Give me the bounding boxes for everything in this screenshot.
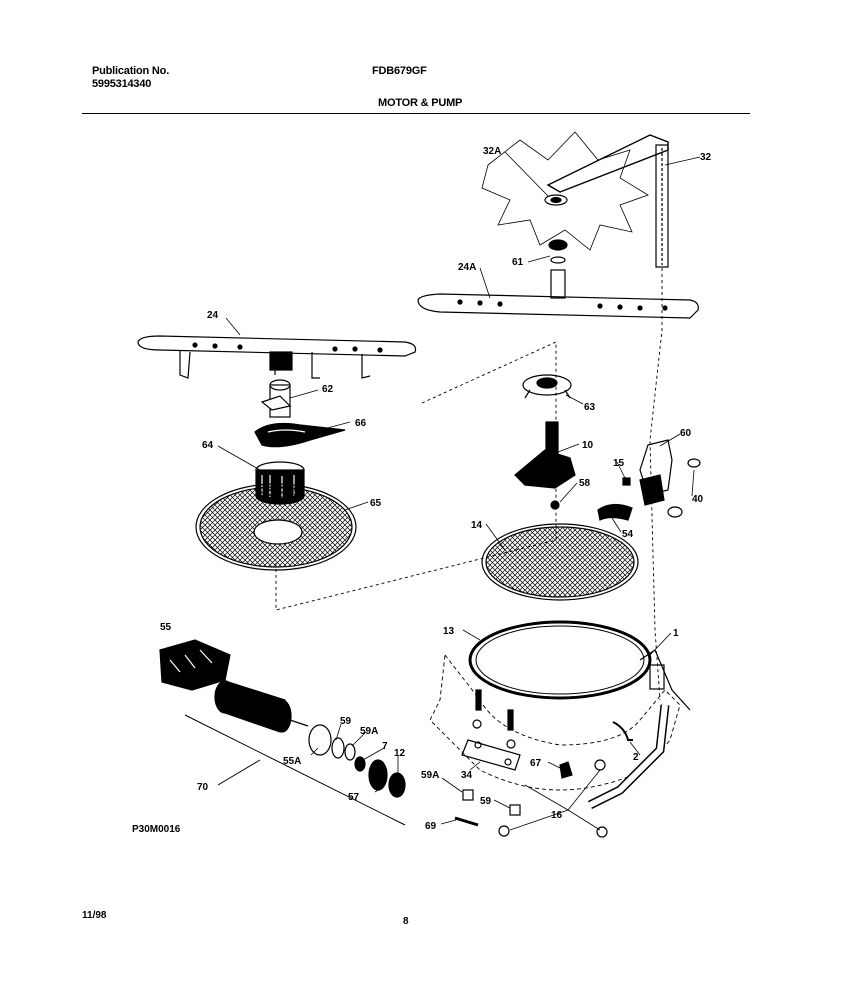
callout-2: 2: [633, 752, 639, 763]
publication-label: Publication No.: [92, 65, 170, 77]
part-2: [612, 721, 633, 741]
middle-spray-arm-part: [417, 293, 699, 319]
page-number: 8: [403, 916, 409, 927]
screw-parts: [472, 689, 516, 749]
footer-date: 11/98: [82, 910, 107, 921]
callout-57: 57: [348, 792, 360, 803]
part-59: [331, 737, 345, 759]
part-14: [481, 523, 639, 601]
callout-34: 34: [461, 770, 473, 781]
callout-32: 32: [700, 152, 712, 163]
drawing-code: P30M0016: [132, 824, 181, 835]
motor-part: [214, 680, 309, 733]
callout-12: 12: [394, 748, 406, 759]
callout-1: 1: [673, 628, 679, 639]
upper-spray-arm-part: [481, 131, 669, 268]
callout-24: 24: [207, 310, 219, 321]
callout-54: 54: [622, 529, 634, 540]
part-54: [597, 503, 633, 521]
callout-59A-upper: 59A: [360, 726, 378, 737]
callout-69: 69: [425, 821, 437, 832]
callout-15: 15: [613, 458, 625, 469]
part-63: [522, 374, 572, 399]
callout-55: 55: [160, 622, 172, 633]
callout-14: 14: [471, 520, 483, 531]
part-55: [159, 639, 231, 691]
callout-66: 66: [355, 418, 367, 429]
part-60: [639, 439, 673, 506]
filter-screen-part: [195, 483, 357, 571]
dashed-guide-left: [275, 341, 557, 611]
callout-59-lower: 59: [480, 796, 492, 807]
part-7: [354, 756, 366, 772]
publication-number: 5995314340: [92, 78, 152, 90]
header-rule: [82, 113, 750, 114]
part-58: [550, 500, 560, 510]
callout-62: 62: [322, 384, 334, 395]
part-34: [461, 739, 521, 771]
callout-13: 13: [443, 626, 455, 637]
section-title: MOTOR & PUMP: [378, 97, 463, 109]
callout-24A: 24A: [458, 262, 476, 273]
callout-59A-lower: 59A: [421, 770, 439, 781]
part-15: [622, 477, 631, 486]
part-61: [548, 239, 568, 299]
motor-kit-bracket: [184, 714, 406, 826]
callout-63: 63: [584, 402, 596, 413]
callout-16: 16: [551, 810, 563, 821]
callout-65: 65: [370, 498, 382, 509]
callout-60: 60: [680, 428, 692, 439]
callout-55A: 55A: [283, 756, 301, 767]
part-67: [559, 761, 573, 779]
callout-10: 10: [582, 440, 594, 451]
part-57: [368, 759, 388, 791]
callout-58: 58: [579, 478, 591, 489]
callout-64: 64: [202, 440, 214, 451]
callout-61: 61: [512, 257, 524, 268]
part-13: [468, 620, 652, 700]
part-12: [388, 772, 406, 798]
lower-spray-arm-part: [137, 335, 417, 379]
part-40: [667, 458, 701, 518]
part-55A: [308, 724, 332, 756]
part-10: [514, 421, 576, 489]
part-62: [260, 379, 292, 418]
callout-59: 59: [340, 716, 352, 727]
callout-40: 40: [692, 494, 704, 505]
part-59A: [344, 743, 356, 761]
callout-70: 70: [197, 782, 209, 793]
callout-67: 67: [530, 758, 542, 769]
callout-32A: 32A: [483, 146, 501, 157]
part-1: [429, 649, 691, 791]
callout-7: 7: [382, 741, 388, 752]
model-number: FDB679GF: [372, 65, 427, 77]
